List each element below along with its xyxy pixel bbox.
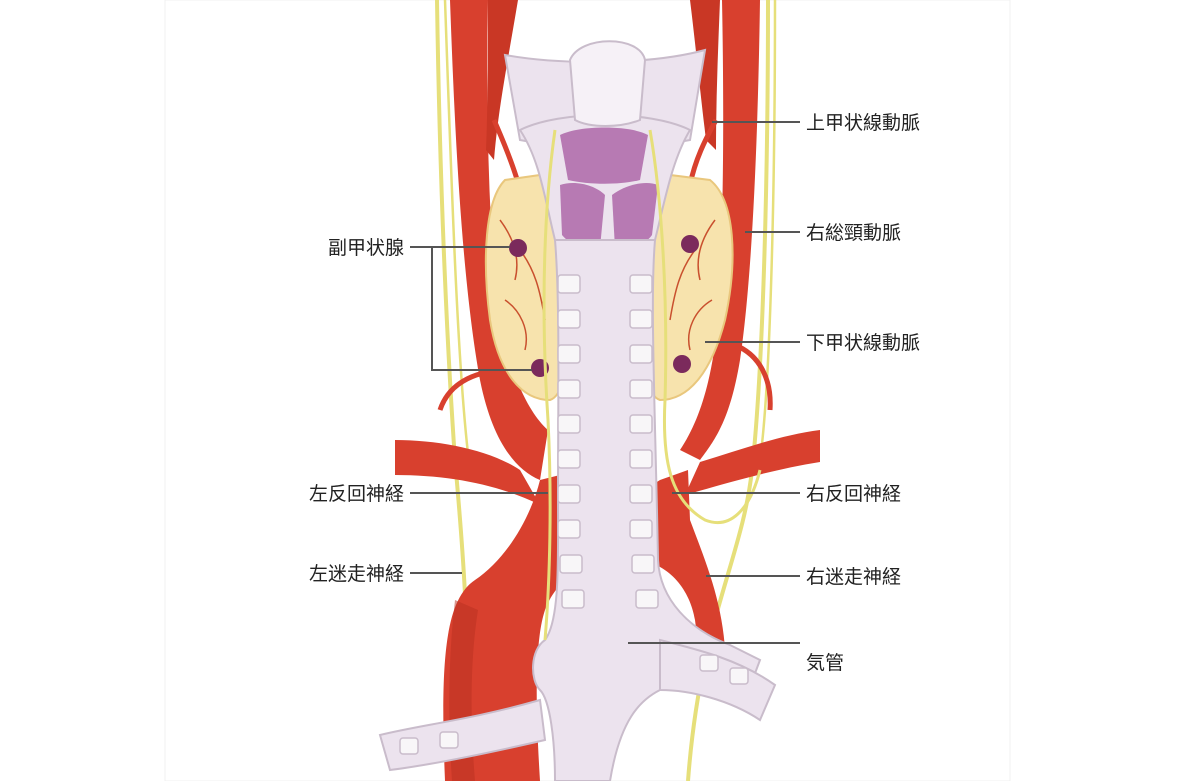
right-recurrent-laryngeal-nerve — [648, 129, 762, 524]
left-subclavian-artery — [395, 440, 540, 505]
larynx-trachea — [378, 40, 777, 781]
cricothyroid-muscle-upper — [560, 127, 648, 184]
label-superior-thyroid-artery: 上甲状線動脈 — [806, 112, 920, 134]
parathyroid-right-upper — [681, 235, 699, 253]
parathyroid-right-lower — [673, 355, 691, 373]
label-right-common-carotid-artery: 右総頸動脈 — [806, 222, 901, 244]
right-vagus-nerve-branch — [758, 0, 777, 461]
left-vagus-nerve-branch — [443, 0, 472, 471]
labels: 上甲状線動脈 右総頸動脈 下甲状線動脈 副甲状腺 左反回神経 右反回神経 左迷走… — [309, 112, 920, 674]
label-left-vagus-nerve: 左迷走神経 — [309, 563, 404, 585]
leader-parathyroid-gland — [410, 246, 532, 371]
right-bronchus — [659, 638, 777, 722]
right-external-carotid-artery — [690, 0, 720, 150]
left-recurrent-laryngeal-nerve — [542, 129, 557, 641]
left-common-carotid-artery — [450, 0, 548, 480]
cricothyroid-muscle-left — [560, 183, 605, 249]
recurrent-laryngeal-nerves — [542, 129, 762, 641]
cricothyroid-muscle-right — [612, 183, 658, 249]
parathyroid-left-upper — [509, 239, 527, 257]
epiglottis — [568, 40, 647, 127]
thyroid-vessels-right — [669, 219, 716, 351]
right-subclavian-artery — [685, 430, 820, 495]
label-left-recurrent-laryngeal-nerve: 左反回神経 — [309, 483, 404, 505]
tracheal-cartilage-rings — [399, 274, 749, 755]
label-right-recurrent-laryngeal-nerve: 右反回神経 — [806, 483, 901, 505]
leader-lines — [410, 121, 800, 644]
label-inferior-thyroid-artery: 下甲状線動脈 — [806, 332, 920, 354]
label-right-vagus-nerve: 右迷走神経 — [806, 566, 901, 588]
left-bronchus — [378, 698, 547, 772]
label-trachea: 気管 — [806, 652, 844, 674]
label-parathyroid-gland: 副甲状腺 — [328, 237, 404, 259]
